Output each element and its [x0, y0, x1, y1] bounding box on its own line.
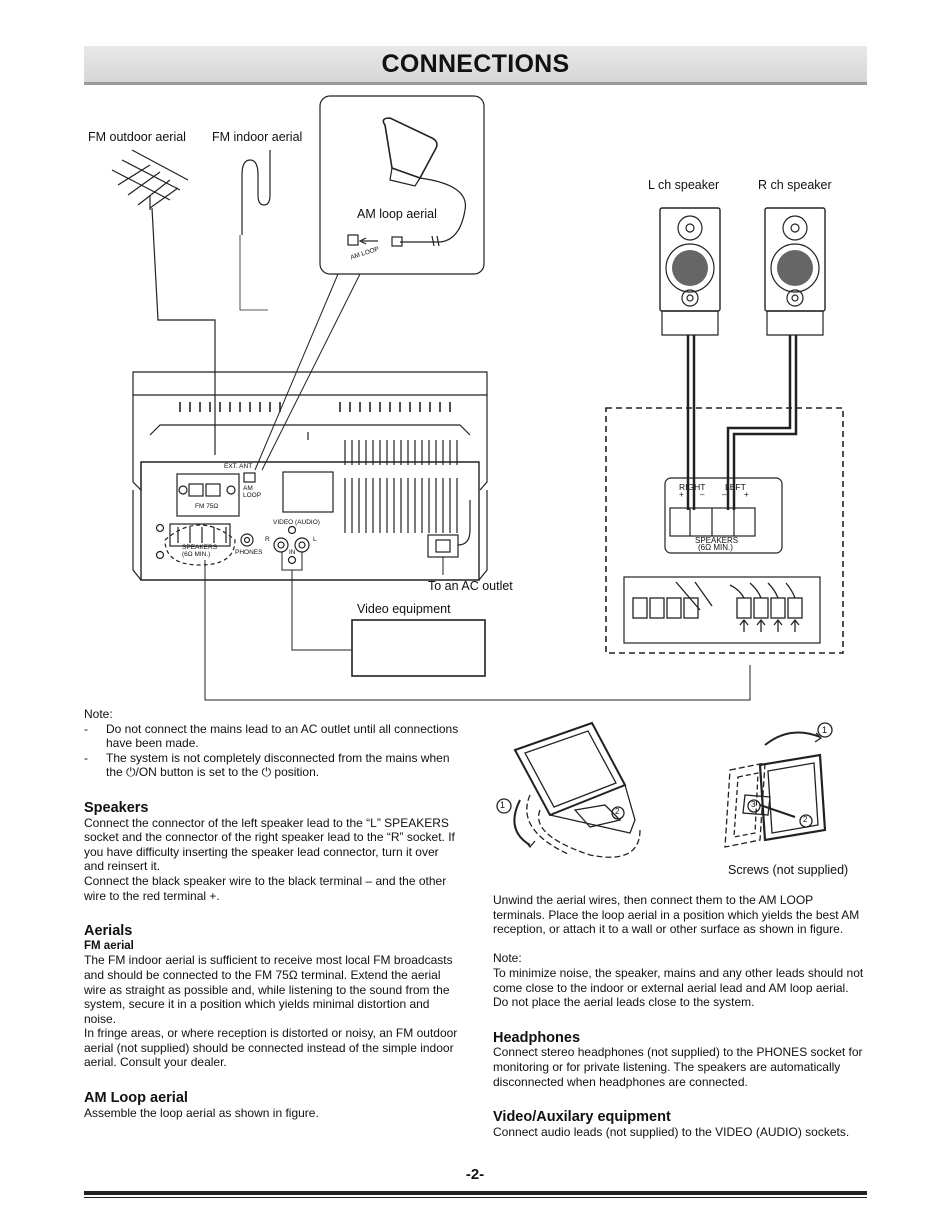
note-list: Do not connect the mains lead to an AC o… — [84, 722, 459, 780]
am-loop-paragraph: Assemble the loop aerial as shown in fig… — [84, 1105, 319, 1120]
fm-indoor-aerial-illustration — [239, 150, 271, 311]
aerials-heading: Aerials — [84, 923, 133, 940]
footer-rule-thin — [84, 1197, 867, 1198]
fm-outdoor-aerial-illustration — [111, 149, 216, 455]
note-label: Note: — [84, 707, 113, 721]
wall-mount-illustration — [724, 722, 833, 848]
speakers-heading: Speakers — [84, 799, 149, 816]
connection-diagram — [111, 95, 844, 701]
fm-outdoor-label: FM outdoor aerial — [88, 130, 186, 144]
am-loop-assembly-figure — [496, 721, 833, 858]
fm-aerial-paragraph-2: In fringe areas, or where reception is d… — [84, 1026, 458, 1070]
fm75-label: FM 75Ω — [195, 503, 219, 510]
right-note-paragraph: To minimize noise, the speaker, mains an… — [493, 965, 864, 1010]
am-loop-callout — [254, 95, 485, 471]
video-equipment-label: Video equipment — [357, 602, 451, 616]
left-terminal-label: LEFT — [725, 482, 746, 492]
callout-1-right: 1 — [822, 725, 828, 735]
right-column: Unwind the aerial wires, then connect th… — [493, 893, 867, 1139]
fm-aerial-paragraph-1: The FM indoor aerial is sufficient to re… — [84, 953, 453, 1026]
loop-stand-illustration — [496, 721, 641, 858]
l-speaker-label: L ch speaker — [648, 178, 720, 192]
callout-2-left: 2 — [615, 807, 620, 816]
main-unit-illustration — [132, 371, 488, 581]
plus-label-left: + — [744, 490, 749, 499]
speakers-paragraph-2: Connect the black speaker wire to the bl… — [84, 873, 447, 903]
right-note-label: Note: — [493, 951, 522, 966]
fm-indoor-label: FM indoor aerial — [212, 130, 303, 144]
title-bar: CONNECTIONS — [84, 46, 867, 85]
headphones-heading: Headphones — [493, 1029, 581, 1046]
page-number: -2- — [465, 1166, 485, 1183]
phones-label: PHONES — [235, 549, 263, 556]
unwind-paragraph: Unwind the aerial wires, then connect th… — [493, 893, 860, 937]
speakers-big-label: SPEAKERS — [695, 536, 739, 545]
note-item: The system is not completely disconnecte… — [84, 751, 459, 780]
footer-rule — [84, 1191, 867, 1195]
screws-label: Screws (not supplied) — [728, 863, 849, 877]
speakers-paragraph-1: Connect the connector of the left speake… — [84, 815, 455, 874]
am-loop-panel-label: AM LOOP — [243, 485, 262, 499]
ext-ant-label: EXT. ANT — [224, 463, 253, 470]
right-terminal-label: RIGHT — [679, 482, 706, 492]
fm-aerial-heading: FM aerial — [84, 939, 134, 952]
minus-label-left: – — [722, 490, 727, 499]
video-audio-label: VIDEO (AUDIO) — [273, 519, 320, 526]
page-title: CONNECTIONS — [381, 50, 570, 78]
video-equipment-box — [351, 619, 486, 677]
plus-label-right: + — [679, 490, 684, 499]
callout-3-right: 3 — [751, 800, 756, 809]
in-label: IN — [289, 549, 296, 556]
speakers-min-panel-label: (6Ω MIN.) — [182, 551, 211, 558]
minus-label-right: – — [700, 490, 705, 499]
r-speaker-illustration — [764, 207, 826, 336]
speakers-panel-label: SPEAKERS — [182, 544, 218, 551]
callout-1-left: 1 — [500, 800, 506, 810]
r-jack-label: R — [265, 536, 270, 543]
l-speaker-illustration — [659, 207, 721, 336]
note-item: Do not connect the mains lead to an AC o… — [84, 722, 459, 751]
am-loop-heading: AM Loop aerial — [84, 1090, 188, 1107]
video-aux-paragraph: Connect audio leads (not supplied) to th… — [493, 1124, 850, 1139]
left-column: Note: Do not connect the mains lead to a… — [84, 707, 459, 1120]
ac-outlet-label: To an AC outlet — [428, 579, 513, 593]
callout-2-right: 2 — [803, 815, 808, 824]
r-speaker-label: R ch speaker — [758, 178, 832, 192]
am-loop-label: AM loop aerial — [357, 207, 437, 221]
speakers-big-min-label: (6Ω MIN.) — [698, 543, 733, 552]
headphones-paragraph: Connect stereo headphones (not supplied)… — [493, 1045, 863, 1089]
video-aux-heading: Video/Auxilary equipment — [493, 1109, 671, 1126]
speaker-terminal-detail-box — [605, 407, 844, 654]
l-jack-label: L — [313, 536, 317, 543]
